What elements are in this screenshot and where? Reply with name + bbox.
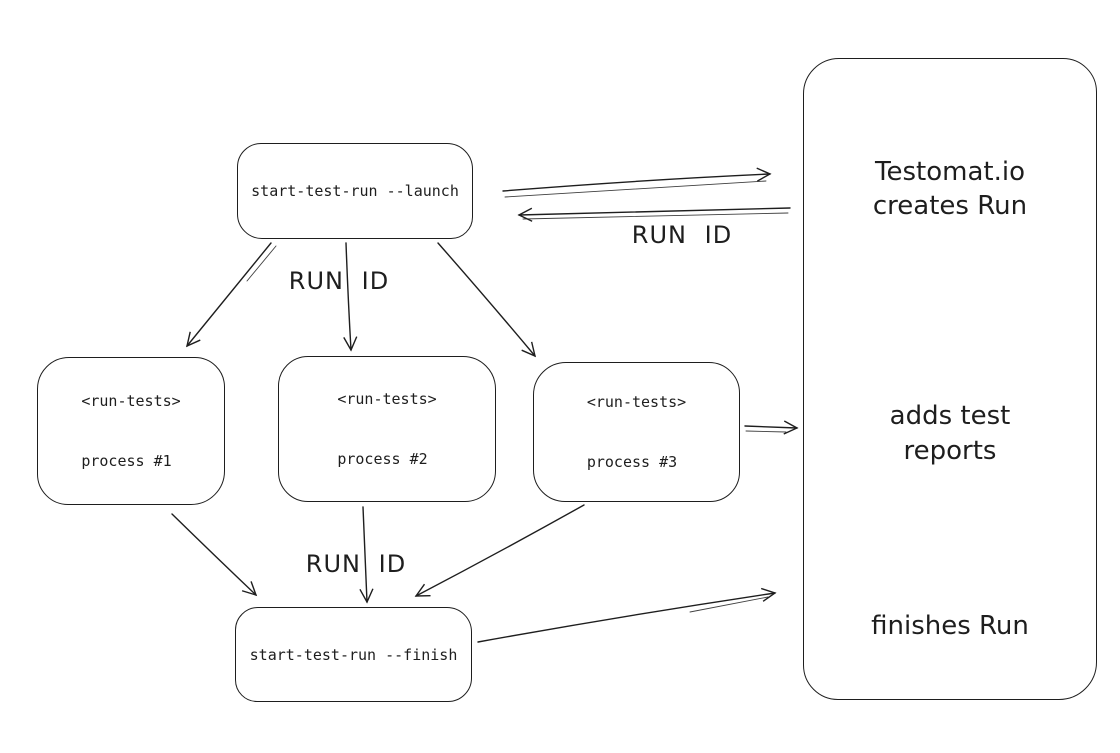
arrow-finish-to-service (477, 587, 777, 643)
process3-line2: process #3 (586, 453, 678, 471)
node-start-test-run-finish: start-test-run --finish (235, 607, 472, 702)
arrow-service-to-launch (517, 207, 791, 222)
arrow-launch-to-process3 (437, 242, 537, 358)
arrow-launch-to-process1 (186, 242, 272, 348)
edge-label-run-id-fanin: RUN ID (305, 550, 407, 578)
node-launch-label: start-test-run --launch (251, 182, 459, 200)
node-run-tests-process-3: <run-tests> process #3 (533, 362, 740, 502)
arrow-launch-to-service (502, 167, 772, 192)
node-testomat-service: Testomat.io creates Run adds test report… (803, 58, 1097, 700)
edge-label-run-id-response: RUN ID (631, 221, 733, 249)
process2-line2: process #2 (337, 450, 428, 468)
service-step-creates-run: creates Run (872, 191, 1028, 221)
process3-line1: <run-tests> (586, 393, 687, 411)
arrow-process3-to-service (744, 420, 799, 435)
process2-line1: <run-tests> (337, 390, 437, 408)
node-run-tests-process-1: <run-tests> process #1 (37, 357, 225, 505)
service-step-adds-test-reports: adds test reports (804, 399, 1096, 469)
process1-line1: <run-tests> (81, 392, 181, 410)
service-title: Testomat.io (875, 157, 1025, 187)
edge-label-run-id-fanout: RUN ID (288, 267, 390, 295)
node-run-tests-process-2: <run-tests> process #2 (278, 356, 496, 502)
node-finish-label: start-test-run --finish (249, 645, 458, 664)
arrow-process1-to-finish (171, 513, 258, 597)
service-adds-line2: reports (903, 436, 997, 466)
process1-line2: process #1 (81, 452, 172, 470)
arrow-launch-to-process2 (343, 242, 358, 352)
service-adds-line1: adds test (889, 401, 1011, 431)
service-step-finishes-run: finishes Run (871, 611, 1029, 641)
node-start-test-run-launch: start-test-run --launch (237, 143, 473, 239)
arrow-process3-to-finish (414, 504, 585, 597)
